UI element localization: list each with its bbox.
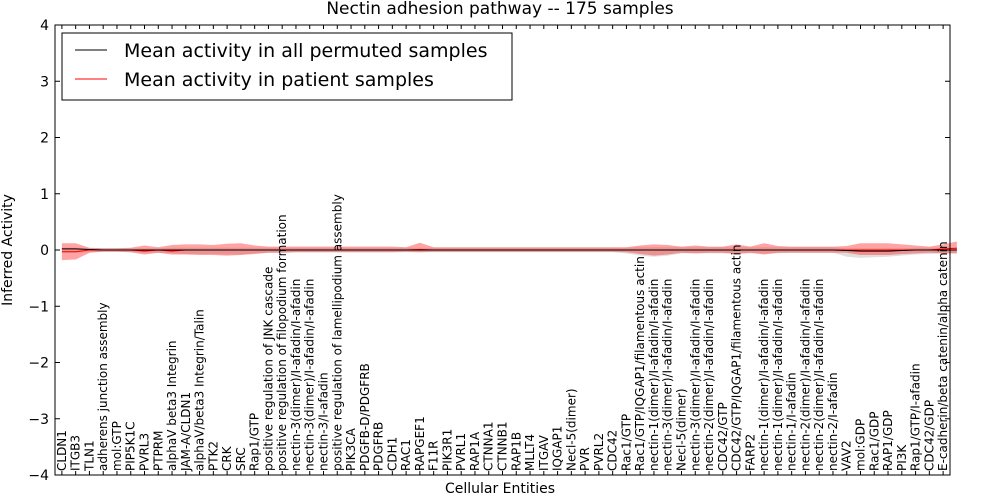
x-tick-label: positive regulation of JNK cascade: [261, 267, 275, 471]
y-tick-label: 1: [40, 187, 49, 203]
x-tick-label: PDGFRB: [372, 422, 386, 471]
x-tick-label: PIP5K1C: [124, 421, 138, 471]
x-tick-label: adherens junction assembly: [96, 302, 110, 471]
x-tick-label: CTNNA1: [482, 421, 496, 471]
x-tick-label: PDGFB-D/PDGFRB: [358, 363, 372, 471]
x-tick-label: CDH1: [385, 437, 399, 471]
x-tick-label: Necl-5(dimer): [564, 388, 578, 471]
x-tick-label: PTPRM: [151, 431, 165, 472]
x-tick-label: SRC: [234, 447, 248, 471]
x-tick-label: RAP1A: [468, 431, 482, 471]
x-tick-label: FARP2: [743, 434, 757, 471]
legend-label: Mean activity in all permuted samples: [124, 40, 487, 62]
x-tick-label: nectin-1/I-afadin: [785, 372, 799, 471]
x-tick-label: RAC1: [399, 439, 413, 471]
x-tick-label: positive regulation of lamellipodium ass…: [330, 194, 344, 471]
x-tick-label: ITGAV: [537, 434, 551, 471]
x-tick-label: TLN1: [82, 440, 96, 472]
x-tick-label: RAP1/GDP: [881, 410, 895, 471]
x-tick-label: nectin-3(dimer)/I-afadin/I-afadin: [289, 279, 303, 471]
x-tick-label: nectin-1(dimer)/I-afadin/I-afadin: [771, 279, 785, 471]
x-tick-label: CDC42/GTP/IQGAP1/filamentous actin: [730, 245, 744, 471]
x-tick-label: PVRL2: [592, 433, 606, 471]
y-tick-label: 3: [40, 74, 49, 90]
x-tick-label: Rac1/GTP/IQGAP1/filamentous actin: [633, 256, 647, 471]
x-tick-label: JAM-A/CLDN1: [179, 392, 193, 472]
x-tick-label: alphaV/beta3 Integrin/Talin: [193, 309, 207, 471]
patient-samples-band: [61, 241, 957, 261]
x-tick-label: F11R: [427, 440, 441, 471]
x-tick-label: alphaV beta3 Integrin: [165, 340, 179, 471]
x-tick-label: ITGB3: [69, 435, 83, 471]
x-tick-label: nectin-3/I-afadin: [317, 372, 331, 471]
x-tick-label: RAP1B: [509, 432, 523, 471]
y-tick-label: −4: [28, 468, 49, 484]
x-tick-label: nectin-3(dimer)/I-afadin/I-afadin: [303, 279, 317, 471]
x-tick-label: PVRL1: [454, 433, 468, 471]
x-tick-label: CRK: [220, 445, 234, 471]
x-tick-label: VAV2: [840, 440, 854, 471]
x-tick-label: mol:GTP: [110, 421, 124, 471]
x-tick-label: PI3K: [895, 444, 909, 471]
y-tick-label: −1: [28, 299, 49, 315]
x-tick-label: Necl-5(dimer): [675, 388, 689, 471]
x-tick-label: CDC42: [606, 430, 620, 471]
y-tick-label: −2: [28, 356, 49, 372]
x-tick-label: PTK2: [206, 441, 220, 471]
x-tick-label: nectin-1(dimer)/I-afadin/I-afadin: [647, 279, 661, 471]
y-tick-label: 4: [40, 18, 49, 34]
x-tick-label: PVR: [578, 447, 592, 471]
y-axis-label: Inferred Activity: [0, 194, 16, 306]
x-tick-label: PVRL3: [138, 433, 152, 471]
x-tick-label: IQGAP1: [551, 426, 565, 471]
x-tick-label: nectin-2(dimer)/I-afadin/I-afadin: [798, 279, 812, 471]
x-tick-label: CLDN1: [55, 430, 69, 471]
legend-label: Mean activity in patient samples: [124, 69, 434, 91]
y-tick-label: −3: [28, 412, 49, 428]
x-tick-label: PIK3R1: [440, 429, 454, 471]
x-tick-label: nectin-3(dimer)/I-afadin/I-afadin: [688, 279, 702, 471]
x-tick-label: PIK3CA: [344, 427, 358, 471]
x-tick-label: positive regulation of filopodium format…: [275, 214, 289, 471]
x-tick-label: Rap1/GTP/I-afadin: [909, 363, 923, 471]
x-tick-label: mol:GDP: [854, 419, 868, 471]
x-tick-label: CDC42/GDP: [922, 400, 936, 471]
x-tick-label: RAPGEF1: [413, 416, 427, 471]
x-tick-label: nectin-1(dimer)/I-afadin/I-afadin: [757, 279, 771, 471]
y-tick-label: 2: [40, 131, 49, 147]
x-tick-label: nectin-2/I-afadin: [826, 372, 840, 471]
x-tick-label: CDC42/GTP: [716, 402, 730, 471]
x-tick-label: Rac1/GDP: [867, 412, 881, 471]
x-tick-label: E-cadherin/beta catenin/alpha catenin: [936, 241, 950, 471]
x-tick-label: nectin-2(dimer)/I-afadin/I-afadin: [812, 279, 826, 471]
x-tick-label: nectin-3(dimer)/I-afadin/I-afadin: [661, 279, 675, 471]
x-tick-label: nectin-2(dimer)/I-afadin/I-afadin: [702, 279, 716, 471]
x-tick-label: CTNNB1: [496, 421, 510, 471]
y-tick-label: 0: [40, 243, 49, 259]
x-tick-label: MLLT4: [523, 434, 537, 471]
permuted-samples-line: [61, 248, 957, 252]
x-tick-label: Rap1/GTP: [248, 413, 262, 471]
legend-box: [61, 32, 513, 101]
x-tick-label: Rac1/GTP: [619, 414, 633, 471]
x-axis-label: Cellular Entities: [445, 481, 555, 497]
chart-title: Nectin adhesion pathway -- 175 samples: [326, 0, 673, 19]
